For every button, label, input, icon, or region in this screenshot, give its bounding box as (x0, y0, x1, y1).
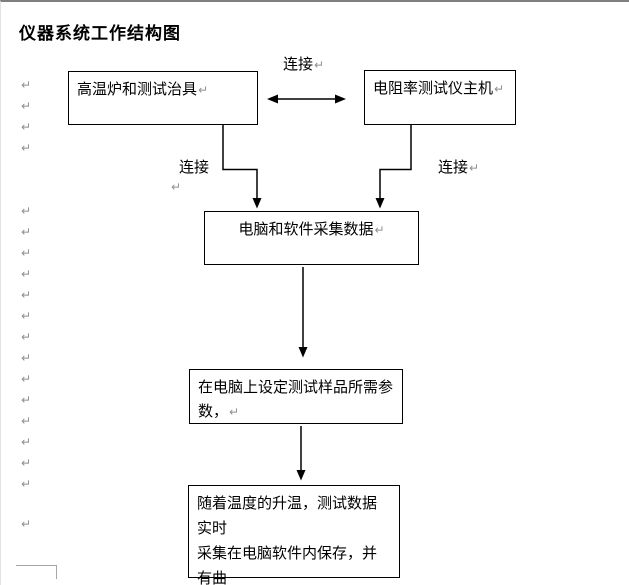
paragraph-mark-icon: ↵ (21, 435, 32, 449)
connect-label-top: 连接↵ (283, 57, 325, 73)
flow-box-computer[interactable]: 电脑和软件采集数据↵ (204, 211, 419, 265)
flow-box-params-line2: 数，↵ (198, 404, 240, 420)
paragraph-mark-icon: ↵ (21, 414, 32, 428)
paragraph-mark-icon: ↵ (21, 141, 32, 155)
page-title: 仪器系统工作结构图 (19, 24, 181, 43)
left-elbow-connector (222, 125, 262, 209)
connect-label-right: 连接↵ (438, 160, 480, 176)
paragraph-mark-icon: ↵ (494, 82, 505, 96)
paragraph-mark-icon: ↵ (469, 161, 480, 175)
right-elbow-connector (375, 125, 412, 209)
paragraph-mark-icon: ↵ (314, 58, 325, 72)
flow-box-furnace[interactable]: 高温炉和测试治具↵ (68, 71, 258, 125)
flow-box-record-line2: 采集在电脑软件内保存，并有曲 (197, 546, 378, 585)
flow-box-tester-label: 电阻率测试仪主机 (373, 81, 494, 97)
paragraph-mark-icon: ↵ (374, 223, 385, 237)
params-to-record-arrow (296, 426, 306, 481)
flow-box-computer-label: 电脑和软件采集数据 (238, 222, 374, 238)
paragraph-mark-icon: ↵ (21, 225, 32, 239)
paragraph-mark-icon: ↵ (21, 99, 32, 113)
paragraph-mark-icon: ↵ (229, 405, 240, 419)
flow-box-record[interactable]: 随着温度的升温，测试数据实时 采集在电脑软件内保存，并有曲 线描述变化图表↵ (188, 485, 400, 585)
connect-label-left: 连接 (179, 160, 210, 176)
paragraph-mark-icon: ↵ (21, 204, 32, 218)
paragraph-mark-icon: ↵ (21, 288, 32, 302)
flow-box-furnace-label: 高温炉和测试治具 (77, 82, 198, 98)
paragraph-mark-icon: ↵ (21, 393, 32, 407)
flow-box-tester[interactable]: 电阻率测试仪主机↵ (364, 70, 516, 125)
flow-box-record-line1: 随着温度的升温，测试数据实时 (197, 496, 378, 537)
paragraph-mark-icon: ↵ (21, 330, 32, 344)
paragraph-mark-icon: ↵ (21, 351, 32, 365)
text-boundary-corner-mark (16, 565, 57, 579)
paragraph-mark-icon: ↵ (21, 477, 32, 491)
paragraph-mark-icon: ↵ (21, 309, 32, 323)
paragraph-mark-icon: ↵ (171, 180, 182, 194)
computer-to-params-arrow (298, 267, 308, 358)
paragraph-mark-icon: ↵ (21, 372, 32, 386)
paragraph-mark-icon: ↵ (21, 456, 32, 470)
double-arrow-connector (267, 94, 346, 104)
flow-box-params[interactable]: 在电脑上设定测试样品所需参 数，↵ (189, 369, 403, 424)
paragraph-mark-icon: ↵ (21, 120, 32, 134)
paragraph-mark-icon: ↵ (21, 517, 32, 531)
flow-box-params-line1: 在电脑上设定测试样品所需参 (198, 380, 394, 396)
paragraph-mark-icon: ↵ (21, 246, 32, 260)
paragraph-mark-icon: ↵ (21, 78, 32, 92)
paragraph-mark-icon: ↵ (198, 83, 209, 97)
paragraph-mark-icon: ↵ (21, 267, 32, 281)
